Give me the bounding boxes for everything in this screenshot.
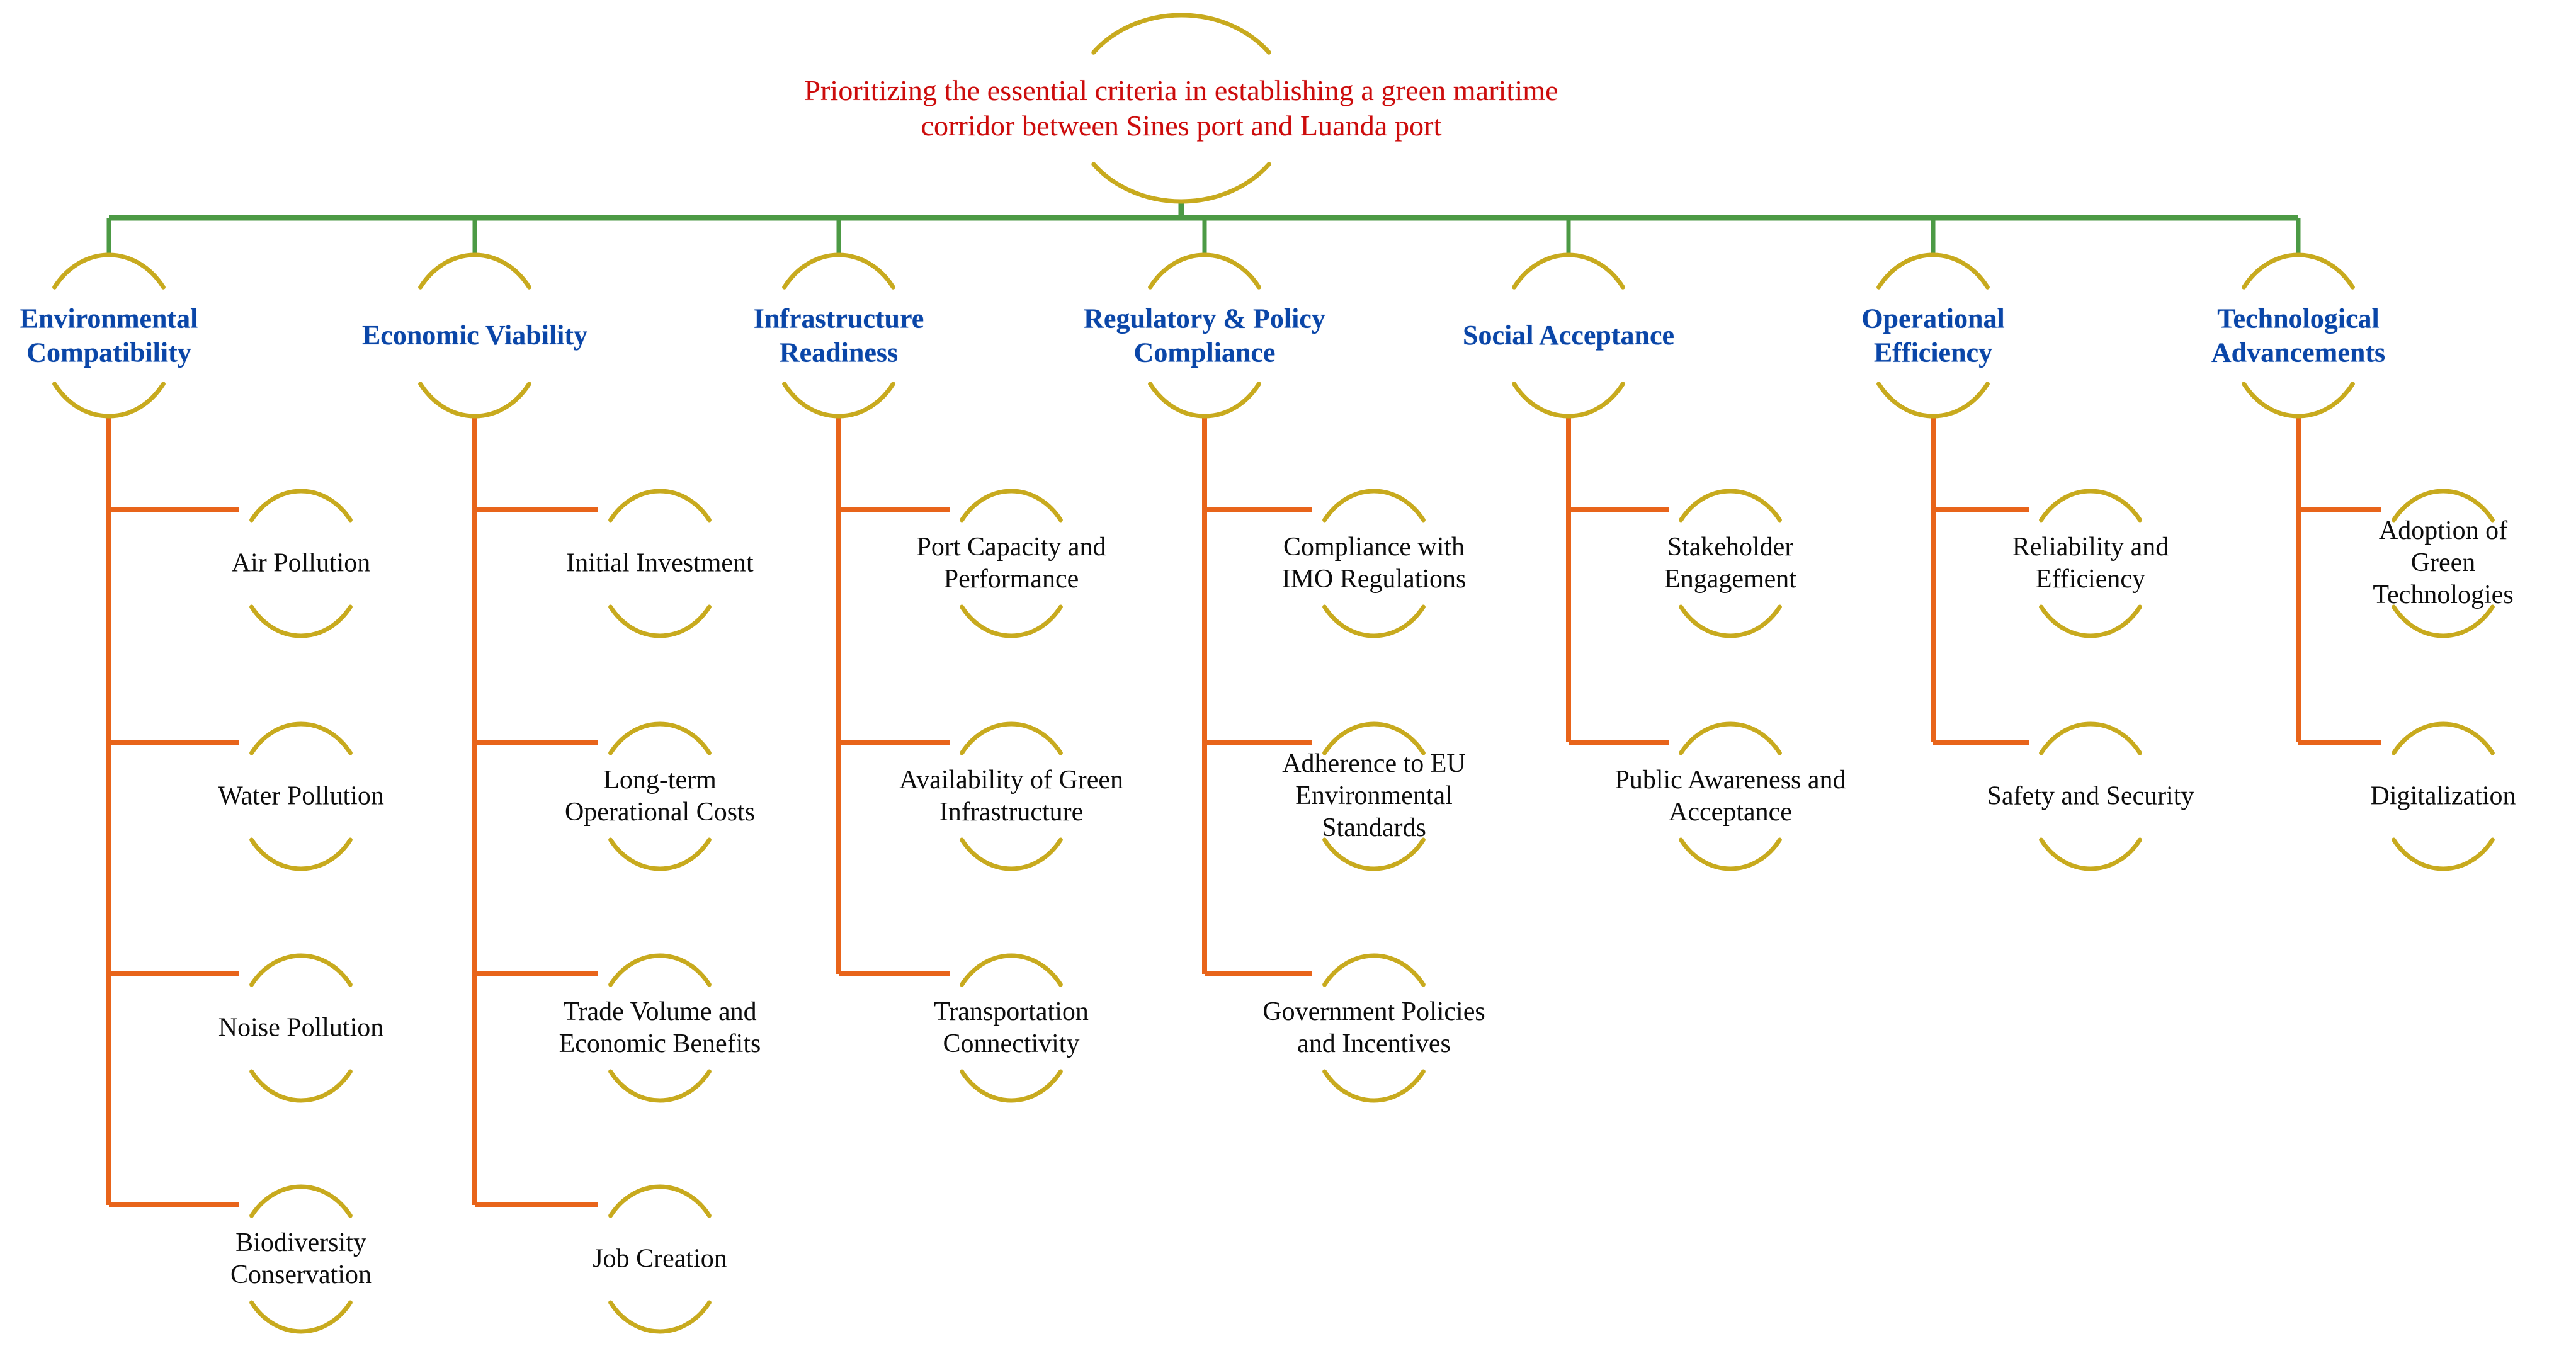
criteria-label-6[interactable]: Technological Advancements [2211,303,2386,368]
subcriteria-node-1-1-bottom-arc [608,837,712,871]
criteria-node-6-top-arc [2242,252,2355,290]
subcriteria-node-2-2-bottom-arc [960,1069,1063,1103]
edges-layer [106,201,2381,1207]
subcriteria-label-6-0[interactable]: Adoption of Green Technologies [2373,516,2514,610]
subcriteria-node-1-1-top-arc [608,721,712,755]
criteria-node-5-bottom-arc [1876,382,1990,419]
subcriteria-node-5-1-top-arc [2039,721,2142,755]
subcriteria-node-3-1-bottom-arc [1322,837,1426,871]
criteria-label-1[interactable]: Economic Viability [361,320,588,351]
criteria-label-3[interactable]: Regulatory & Policy Compliance [1084,303,1325,368]
subcriteria-label-5-1[interactable]: Safety and Security [1987,781,2194,811]
subcriteria-node-2-0-top-arc [960,489,1063,523]
subcriteria-node-0-3-bottom-arc [249,1300,353,1334]
subcriteria-node-4-0-top-arc [1679,489,1782,523]
subcriteria-node-0-3-top-arc [249,1184,353,1218]
subcriteria-node-2-1-bottom-arc [960,837,1063,871]
subcriteria-node-1-0-bottom-arc [608,604,712,638]
subcriteria-node-1-2-top-arc [608,953,712,987]
criteria-node-4-top-arc [1512,252,1625,290]
subcriteria-node-6-0-top-arc [2392,489,2495,523]
subcriteria-label-0-3[interactable]: Biodiversity Conservation [230,1228,372,1289]
subcriteria-node-0-2-top-arc [249,953,353,987]
subcriteria-node-1-2-bottom-arc [608,1069,712,1103]
subcriteria-node-3-2-bottom-arc [1322,1069,1426,1103]
subcriteria-label-5-0[interactable]: Reliability and Efficiency [2012,532,2169,594]
subcriteria-label-1-0[interactable]: Initial Investment [566,548,754,578]
subcriteria-node-4-0-bottom-arc [1679,604,1782,638]
subcriteria-node-5-0-top-arc [2039,489,2142,523]
subcriteria-node-3-1-top-arc [1322,721,1426,755]
subcriteria-node-3-0-top-arc [1322,489,1426,523]
subcriteria-node-5-1-bottom-arc [2039,837,2142,871]
subcriteria-node-2-2-top-arc [960,953,1063,987]
subcriteria-label-1-2[interactable]: Trade Volume and Economic Benefits [559,997,761,1058]
subcriteria-node-1-0-top-arc [608,489,712,523]
subcriteria-label-0-2[interactable]: Noise Pollution [218,1013,384,1043]
subcriteria-node-0-0-bottom-arc [249,604,353,638]
criteria-node-2-bottom-arc [782,382,895,419]
criteria-node-4-bottom-arc [1512,382,1625,419]
criteria-node-3-bottom-arc [1148,382,1261,419]
subcriteria-label-0-1[interactable]: Water Pollution [218,781,384,811]
subcriteria-node-0-1-top-arc [249,721,353,755]
criteria-label-2[interactable]: Infrastructure Readiness [753,303,924,368]
subcriteria-node-1-3-bottom-arc [608,1300,712,1334]
subcriteria-node-4-1-bottom-arc [1679,837,1782,871]
subcriteria-node-3-2-top-arc [1322,953,1426,987]
subcriteria-node-6-0-bottom-arc [2392,604,2495,638]
node-outlines-layer [52,13,2495,1334]
criteria-node-2-top-arc [782,252,895,290]
subcriteria-label-0-0[interactable]: Air Pollution [231,548,371,578]
criteria-node-5-top-arc [1876,252,1990,290]
subcriteria-label-6-1[interactable]: Digitalization [2370,781,2516,811]
subcriteria-label-3-0[interactable]: Compliance with IMO Regulations [1281,532,1467,594]
criteria-node-3-top-arc [1148,252,1261,290]
goal-label[interactable]: Prioritizing the essential criteria in e… [804,74,1558,142]
subcriteria-node-0-2-bottom-arc [249,1069,353,1103]
subcriteria-node-2-1-top-arc [960,721,1063,755]
subcriteria-node-0-0-top-arc [249,489,353,523]
subcriteria-node-0-1-bottom-arc [249,837,353,871]
criteria-node-6-bottom-arc [2242,382,2355,419]
subcriteria-node-5-0-bottom-arc [2039,604,2142,638]
criteria-label-5[interactable]: Operational Efficiency [1861,303,2005,368]
criteria-node-0-top-arc [52,252,166,290]
criteria-node-1-top-arc [418,252,531,290]
subcriteria-label-2-2[interactable]: Transportation Connectivity [934,997,1089,1058]
subcriteria-label-3-1[interactable]: Adherence to EU Environmental Standards [1282,749,1466,843]
subcriteria-label-1-1[interactable]: Long-term Operational Costs [564,765,756,827]
subcriteria-label-4-1[interactable]: Public Awareness and Acceptance [1614,765,1846,827]
criteria-label-0[interactable]: Environmental Compatibility [20,303,198,368]
criteria-node-1-bottom-arc [418,382,531,419]
goal-node-top-arc [1091,13,1271,55]
subcriteria-label-2-0[interactable]: Port Capacity and Performance [916,532,1106,594]
subcriteria-label-1-3[interactable]: Job Creation [593,1244,727,1274]
subcriteria-label-4-0[interactable]: Stakeholder Engagement [1664,532,1796,594]
subcriteria-node-3-0-bottom-arc [1322,604,1426,638]
subcriteria-node-4-1-top-arc [1679,721,1782,755]
subcriteria-label-3-2[interactable]: Government Policies and Incentives [1262,997,1485,1058]
subcriteria-label-2-1[interactable]: Availability of Green Infrastructure [899,765,1124,827]
goal-node-bottom-arc [1091,162,1271,204]
subcriteria-node-6-1-bottom-arc [2392,837,2495,871]
subcriteria-node-2-0-bottom-arc [960,604,1063,638]
criteria-node-0-bottom-arc [52,382,166,419]
subcriteria-node-1-3-top-arc [608,1184,712,1218]
criteria-label-4[interactable]: Social Acceptance [1462,320,1675,351]
subcriteria-node-6-1-top-arc [2392,721,2495,755]
